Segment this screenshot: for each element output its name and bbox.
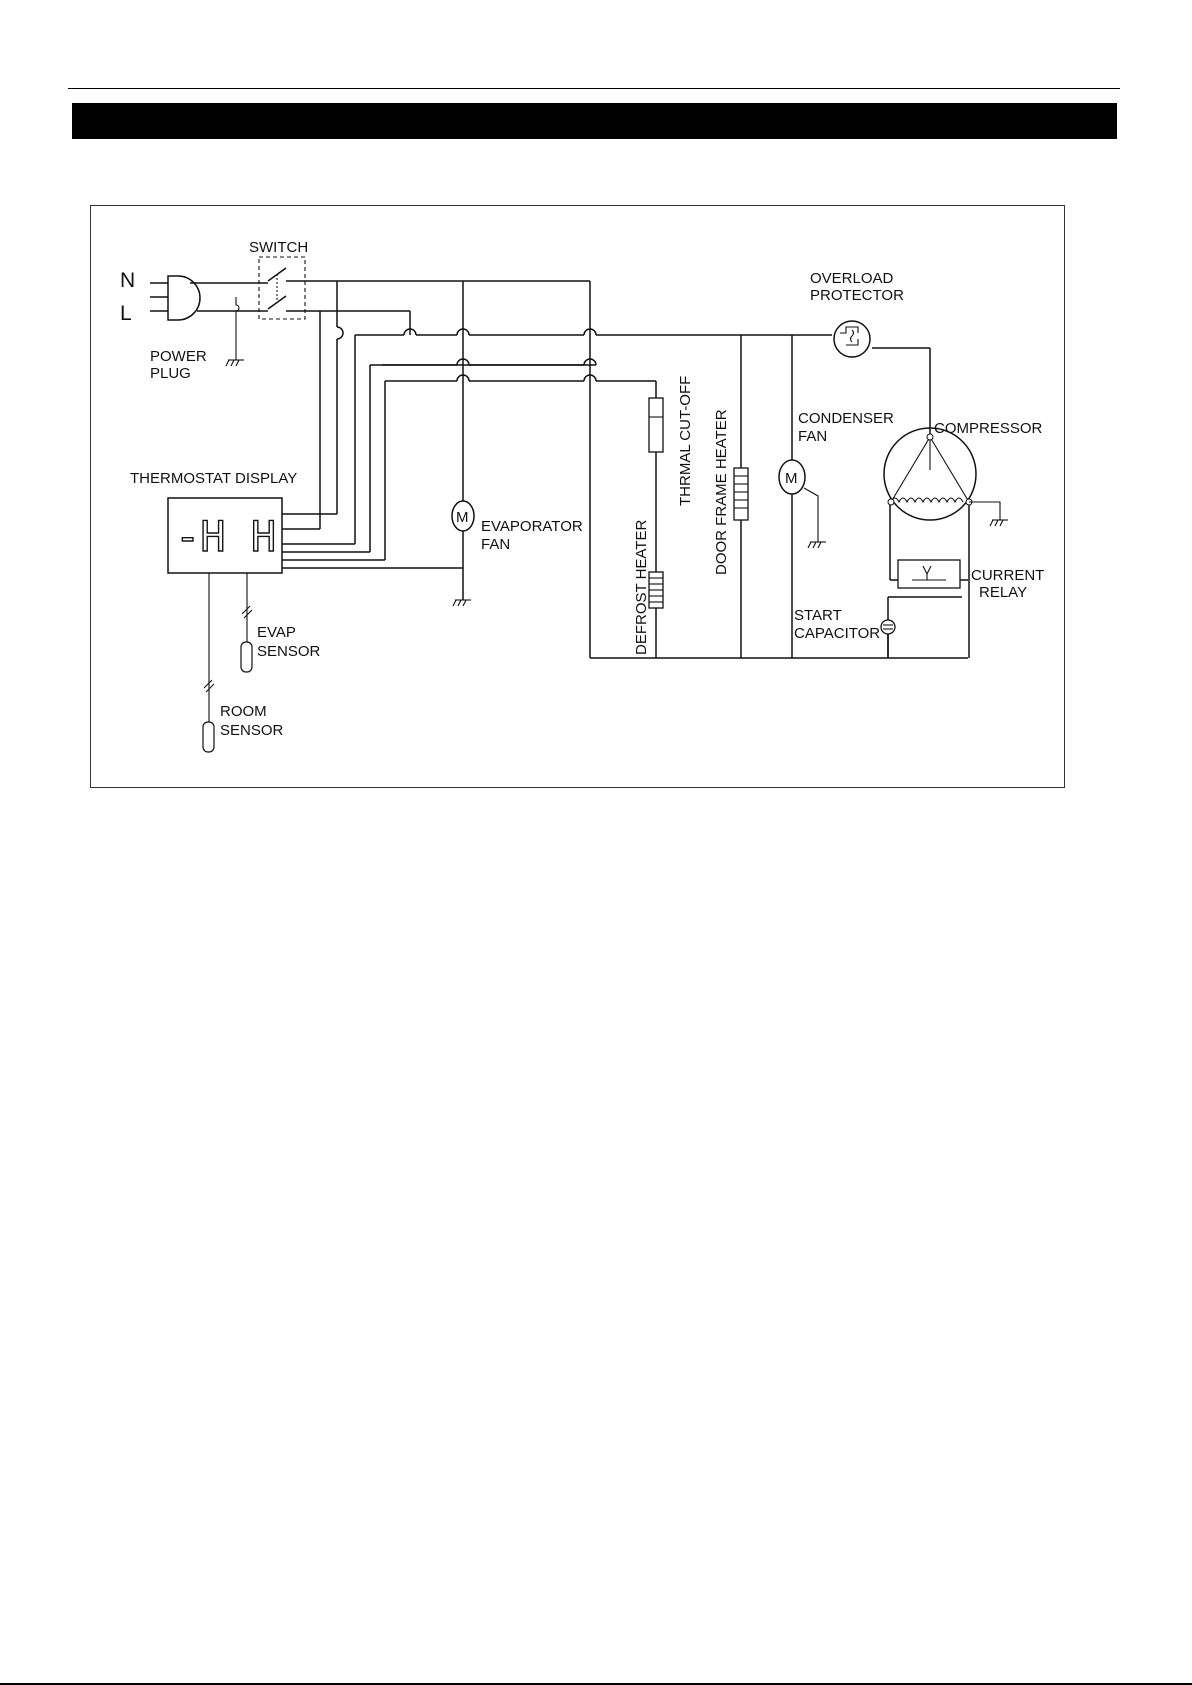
label-condenser-fan-1: CONDENSER <box>798 410 894 427</box>
evaporator-fan-motor-icon: M <box>452 501 474 531</box>
label-power-plug-1: POWER <box>150 348 207 365</box>
label-current-relay-2: RELAY <box>979 584 1027 601</box>
thermostat-readout: -H H <box>175 512 276 561</box>
label-defrost-heater: DEFROST HEATER <box>633 520 650 655</box>
label-compressor: COMPRESSOR <box>934 420 1043 437</box>
label-power-plug-2: PLUG <box>150 365 191 382</box>
switch <box>259 257 305 319</box>
label-thermal-cutoff: THRMAL CUT-OFF <box>677 376 694 506</box>
label-switch: SWITCH <box>249 239 308 256</box>
evaporator-fan-ground-icon <box>453 600 471 606</box>
label-door-frame-heater: DOOR FRAME HEATER <box>713 409 730 575</box>
label-room-sensor-2: SENSOR <box>220 722 284 739</box>
condenser-fan-m: M <box>785 470 798 487</box>
label-start-capacitor-1: START <box>794 607 842 624</box>
label-thermostat-display: THERMOSTAT DISPLAY <box>130 470 297 487</box>
thermal-cutoff <box>649 398 663 452</box>
door-frame-heater <box>734 468 748 520</box>
label-room-sensor-1: ROOM <box>220 703 267 720</box>
label-n: N <box>120 269 135 292</box>
thermostat-display: -H H <box>168 498 282 573</box>
condenser-fan-motor-icon: M <box>779 460 818 542</box>
compressor <box>884 428 1000 520</box>
label-evap-sensor-1: EVAP <box>257 624 296 641</box>
current-relay <box>898 560 960 588</box>
label-l: L <box>120 302 132 325</box>
label-overload-protector-2: PROTECTOR <box>810 287 904 304</box>
overload-protector <box>834 321 870 357</box>
label-evap-sensor-2: SENSOR <box>257 643 321 660</box>
label-condenser-fan-2: FAN <box>798 428 827 445</box>
label-evaporator-fan-1: EVAPORATOR <box>481 518 583 535</box>
room-sensor <box>203 573 214 752</box>
evap-sensor <box>241 573 252 672</box>
compressor-ground-icon <box>990 520 1008 526</box>
label-start-capacitor-2: CAPACITOR <box>794 625 880 642</box>
label-current-relay-1: CURRENT <box>971 567 1044 584</box>
label-evaporator-fan-2: FAN <box>481 536 510 553</box>
plug-ground-icon <box>226 297 244 366</box>
evaporator-fan-m: M <box>456 509 469 526</box>
start-capacitor <box>881 620 895 634</box>
condenser-fan-ground-icon <box>808 542 826 548</box>
label-overload-protector-1: OVERLOAD <box>810 270 894 287</box>
defrost-heater <box>649 572 663 608</box>
